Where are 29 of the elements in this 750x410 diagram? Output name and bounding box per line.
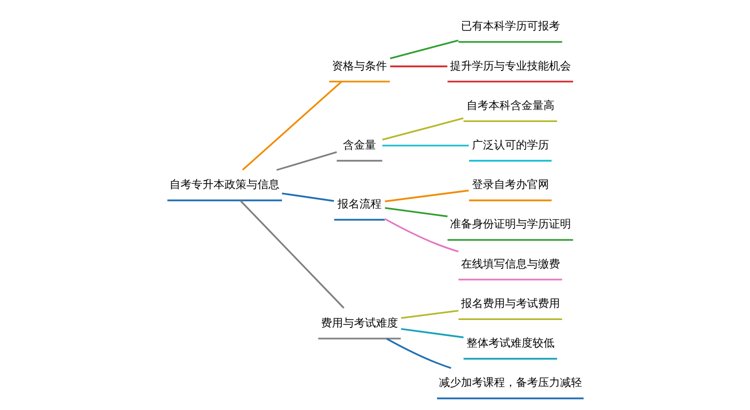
- connector: [384, 207, 448, 218]
- connector: [384, 190, 468, 202]
- node-text: 整体考试难度较低: [466, 336, 554, 350]
- node-text: 减少加考课程，备考压力减轻: [438, 376, 582, 390]
- connector: [382, 144, 468, 146]
- node-text: 含金量: [342, 138, 376, 152]
- node-text: 报名流程: [336, 197, 381, 210]
- node-text: 准备身份证明与学历证明: [449, 218, 570, 231]
- node-text: 资格与条件: [331, 59, 386, 72]
- connector: [386, 338, 451, 369]
- node-text: 已有本科学历可报考: [460, 20, 560, 33]
- connector: [281, 192, 334, 202]
- connector: [400, 328, 464, 338]
- node-text: 在线填写信息与缴费: [460, 257, 560, 270]
- node-text: 广泛认可的学历: [471, 138, 548, 152]
- node-text: 费用与考试难度: [320, 316, 398, 330]
- connector: [242, 80, 342, 171]
- connector: [389, 40, 458, 60]
- node-text: 报名费用与考试费用: [460, 296, 560, 310]
- connector: [400, 310, 458, 319]
- connector: [382, 117, 464, 141]
- node-text: 自考专升本政策与信息: [169, 178, 280, 192]
- connector: [390, 66, 447, 68]
- connector: [239, 200, 344, 309]
- node-text: 登录自考办官网: [471, 178, 548, 192]
- connector: [276, 151, 336, 171]
- connector: [384, 218, 458, 252]
- node-text: 提升学历与专业技能机会: [449, 59, 570, 72]
- node-text: 自考本科含金量高: [466, 98, 554, 112]
